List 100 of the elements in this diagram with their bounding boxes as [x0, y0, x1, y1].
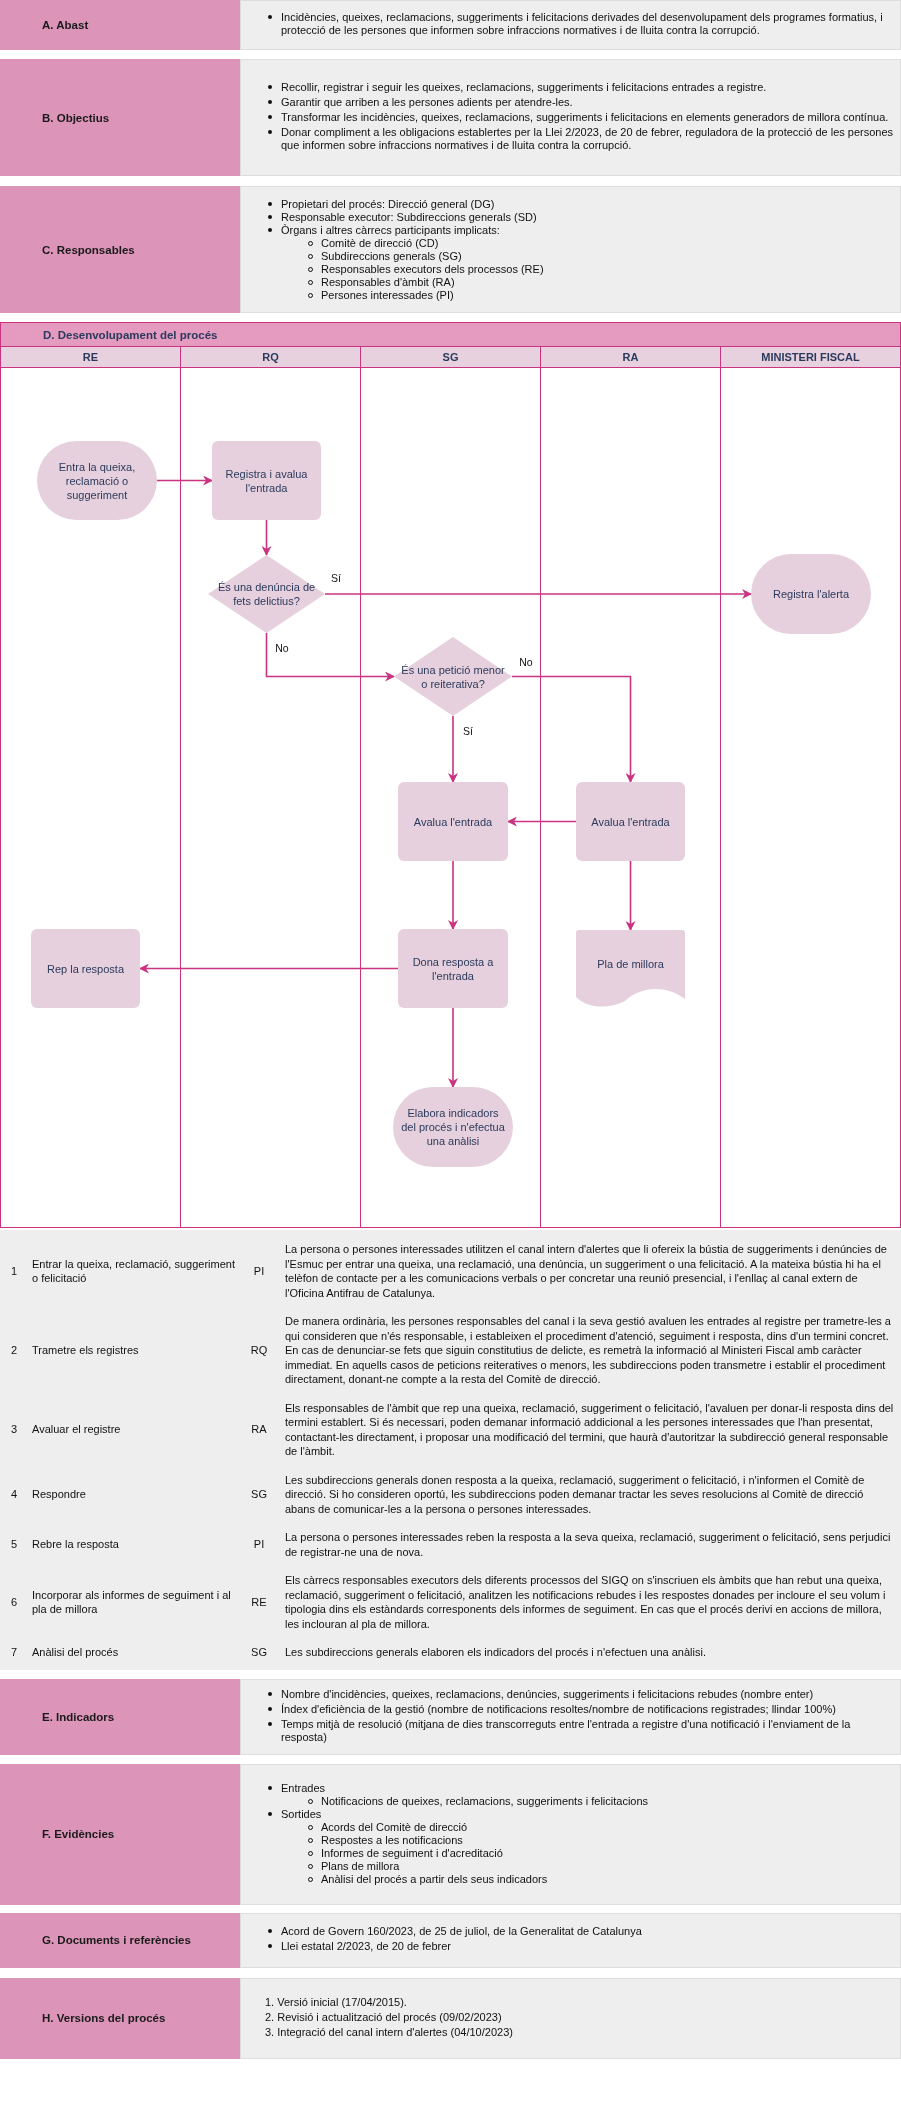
list-item: Subdireccions generals (SG)	[321, 249, 463, 263]
table-cell-text: Incorporar als informes de seguiment i al pla de millora	[32, 1587, 232, 1617]
arrow	[324, 589, 752, 599]
list-item: Incidències, queixes, reclamacions, suggeriments i felicitacions derivades del desenvolupament dels programes formatius, i protecció de les persones que informen sobre infraccions normatives i de lluita contra la corrupció.	[281, 11, 884, 37]
arrow	[511, 675, 636, 783]
section-heading: C. Responsables	[0, 186, 240, 313]
list-item: Índex d'eficiència de la gestió (nombre de notificacions resoltes/nombre de notificacions registrades; llindar 100%)	[281, 1702, 837, 1716]
swimlane-diagram	[0, 322, 901, 1228]
list-item: Plans de millora	[321, 1860, 401, 1873]
edge-label: No	[518, 656, 534, 668]
node-text: Registra l'alerta	[772, 587, 850, 601]
list-item: 3. Integració del canal intern d'alertes (04/10/2023)	[265, 2025, 514, 2039]
swimlane	[1, 346, 181, 1227]
node-text: Avalua l'entrada	[413, 814, 493, 829]
list-item: Transformar les incidències, queixes, reclamacions, suggeriments i felicitacions en elements generadors de millora contínua.	[281, 111, 890, 124]
edge-label: Sí	[330, 572, 342, 584]
section-heading: D. Desenvolupament del procés	[1, 323, 901, 346]
table-cell-text: 2	[10, 1343, 19, 1358]
node-text: Rep la resposta	[46, 961, 124, 976]
list-item: Entrades	[281, 1782, 327, 1795]
edge-label: No	[274, 642, 290, 654]
arrow	[156, 475, 213, 486]
list-item: Persones interessades (PI)	[321, 288, 455, 302]
swimlane	[721, 346, 901, 1227]
list-item: Sortides	[281, 1808, 323, 1821]
document-shape	[576, 930, 685, 1009]
lane-header: MINISTERI FISCAL	[721, 346, 900, 368]
list-item: Propietari del procés: Direcció general (DG)	[281, 197, 496, 211]
table-cell-text: De manera ordinària, les persones responsables del canal i la seva gestió avaluen les entrades al registre per trametre-les a qui consideren que n'és responsable, i estableixen el procediment d'atenció, seguiment i resposta, dins d'un termini concret. En cas de denunciar-se fets que siguin constitutius de delicte, es remetrà la informació al Ministeri Fiscal amb caràcter immediat. En aquells casos de peticions reiteratives o menors, les subdireccions poden transmetre i establir el procediment directament, donant-ne compte a la resta del Comitè de direcció.	[284, 1314, 892, 1387]
table-cell-text: 7	[10, 1645, 19, 1660]
decision-diamond	[208, 555, 325, 633]
list-item: 1. Versió inicial (17/04/2015).	[265, 1995, 408, 2009]
table-cell-text: Les subdireccions generals donen resposta a la queixa, reclamació, suggeriment o felicitació, i n'informen el Comitè de direcció. Si ho consideren oportú, les subdireccions poden demanar tractar les seves resolucions al Comitè de direcció abans de comunicar-les a la persona o persones interessades.	[284, 1472, 866, 1516]
section-heading: E. Indicadors	[0, 1678, 240, 1755]
list-item: Responsable executor: Subdireccions generals (SD)	[281, 210, 538, 224]
process-box	[398, 929, 508, 1008]
table-cell-text: Els càrrecs responsables executors dels diferents processos del SIGQ on s'inscriuen els àmbits que han rebut una queixa, reclamació, suggeriment o felicitació, analitzen les notificacions rebudes i les respostes donades per incloure el seu volum i tipologia dins els estàndards corresponents dels informes de seguiment. En cas que el procés derivi en accions de millora, les inclouran al pla de millora.	[284, 1573, 887, 1631]
table-cell-text: 1	[10, 1263, 19, 1279]
arrow	[448, 1007, 458, 1088]
table-cell-text: La persona o persones interessades utilitzen el canal intern d'alertes que li ofereix la bústia de suggeriments i denúncies de l'Esmuc per entrar una queixa, una reclamació, una denúncia, un suggeriment o una felicitació. A la mateixa bústia hi ha el telèfon de contacte per a les comunicacions verbals o per concretar una reunió presencial, i l'enllaç al canal extern de l'Oficina Antifrau de Catalunya.	[284, 1242, 888, 1300]
table-cell-text: Trametre els registres	[32, 1343, 140, 1358]
list-item: Recollir, registrar i seguir les queixes, reclamacions, suggeriments i felicitacions entrades a registre.	[281, 81, 768, 94]
list-item: Anàlisi del procés a partir dels seus indicadors	[321, 1873, 549, 1886]
table-cell-text: RE	[250, 1594, 268, 1610]
table-cell-text: SG	[250, 1487, 268, 1502]
lane-header: RE	[1, 346, 180, 368]
edge-label: Sí	[462, 725, 474, 737]
section-heading: A. Abast	[0, 0, 240, 50]
node-text: Pla de millora	[597, 956, 664, 972]
lane-header: RQ	[181, 346, 360, 368]
swimlane	[541, 346, 721, 1227]
node-text: Dona resposta a l'entrada	[411, 954, 495, 983]
list-item: Llei estatal 2/2023, de 20 de febrer	[281, 1940, 452, 1953]
arrow	[507, 816, 577, 827]
list-item: Òrgans i altres càrrecs participants implicats:	[281, 223, 501, 237]
swimlane	[181, 346, 361, 1227]
arrow	[625, 860, 636, 931]
node-text: És una petició menor o reiterativa?	[400, 662, 506, 691]
lane-header: SG	[361, 346, 540, 368]
list-item: Acords del Comitè de direcció	[321, 1821, 469, 1834]
node-text: És una denúncia de fets delictius?	[216, 580, 317, 608]
node-text: Registra i avalua l'entrada	[224, 466, 309, 495]
list-item: Informes de seguiment i d'acreditació	[321, 1847, 504, 1860]
table-cell-text: Respondre	[32, 1487, 87, 1502]
section-heading: G. Documents i referències	[0, 1912, 240, 1968]
arrow	[139, 963, 399, 974]
table-cell-text: 6	[10, 1594, 19, 1610]
table-cell-text: Les subdireccions generals elaboren els indicadors del procés i n'efectuen una anàlisi.	[284, 1645, 707, 1660]
process-box	[576, 782, 685, 861]
table-cell-text: PI	[252, 1537, 266, 1552]
section-heading: H. Versions del procés	[0, 1977, 240, 2059]
list-item: Acord de Govern 160/2023, de 25 de juliol, de la Generalitat de Catalunya	[281, 1925, 643, 1938]
arrow	[448, 715, 458, 783]
list-item: Garantir que arriben a les persones adients per atendre-les.	[281, 96, 574, 109]
table-cell-text: Avaluar el registre	[32, 1422, 122, 1437]
list-item: Donar compliment a les obligacions establertes per la Llei 2/2023, de 20 de febrer, reguladora de la protecció de les persones que informen sobre infraccions normatives i de lluita contra la corrupció.	[281, 126, 894, 152]
table-cell-text: Entrar la queixa, reclamació, suggeriment o felicitació	[32, 1256, 236, 1286]
decision-diamond	[394, 637, 512, 716]
swimlane	[361, 346, 541, 1227]
table-cell-text: La persona o persones interessades reben la resposta a la seva queixa, reclamació, suggeriment o felicitació, sens perjudici de registrar-ne una de nova.	[284, 1530, 892, 1559]
table-cell-text: Els responsables de l'àmbit que rep una queixa, reclamació, suggeriment o felicitació, l'avaluen per donar-li resposta dins del termini establert. Si és necessari, poden demanar informació addicional a les persones interessades que l'han presentat, contactant-les directament, i proposar una modificació del termini, que haurà d'autoritzar la subdirecció general responsable de l'àmbit.	[284, 1400, 895, 1459]
lane-header: RA	[541, 346, 720, 368]
node-text: Avalua l'entrada	[591, 814, 670, 829]
table-cell-text: RQ	[249, 1343, 269, 1358]
section-heading: B. Objectius	[0, 59, 240, 176]
list-item: Notificacions de queixes, reclamacions, suggeriments i felicitacions	[321, 1795, 650, 1808]
list-item: Nombre d'incidències, queixes, reclamacions, denúncies, suggeriments i felicitacions rebudes (nombre enter)	[281, 1687, 815, 1701]
list-item: Temps mitjà de resolució (mitjana de dies transcorreguts entre l'entrada a registre d'una notificació i l'enviament de la resposta)	[281, 1717, 852, 1744]
process-box	[212, 441, 321, 520]
table-cell-text: 5	[10, 1537, 19, 1552]
list-item: 2. Revisió i actualització del procés (09/02/2023)	[265, 2010, 503, 2024]
list-item: Responsables d'àmbit (RA)	[321, 275, 456, 289]
list-item: Responsables executors dels processos (RE)	[321, 262, 545, 276]
process-box	[31, 929, 140, 1008]
arrow	[265, 632, 395, 682]
table-cell-text: PI	[252, 1263, 266, 1279]
list-item: Respostes a les notificacions	[321, 1834, 464, 1847]
table-cell-text: Rebre la resposta	[32, 1537, 120, 1552]
list-item: Comitè de direcció (CD)	[321, 236, 440, 250]
process-box	[398, 782, 508, 861]
